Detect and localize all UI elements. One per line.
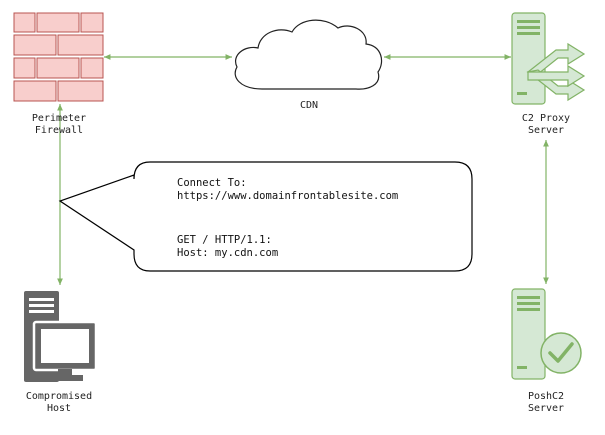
firewall-icon — [13, 12, 104, 102]
poshc2-label-line1: PoshC2 — [528, 391, 564, 402]
proxy-server-icon — [511, 12, 586, 105]
firewall-label-line1: Perimeter — [32, 113, 86, 124]
compromised-host-label-line1: Compromised — [26, 391, 92, 402]
cdn-label: CDN — [300, 100, 318, 111]
callout-line-host: Host: my.cdn.com — [177, 247, 278, 259]
firewall-label-line2: Firewall — [35, 125, 83, 136]
poshc2-label-line2: Server — [528, 403, 564, 414]
c2-proxy-label-line1: C2 Proxy — [522, 113, 570, 124]
compromised-host-label-line2: Host — [47, 403, 71, 414]
callout-line-url: https://www.domainfrontablesite.com — [177, 190, 398, 202]
poshc2-server-icon — [511, 288, 582, 380]
callout-line-connect: Connect To: — [177, 177, 247, 189]
compromised-host-icon — [24, 291, 98, 382]
callout-bubble — [58, 161, 473, 272]
callout-line-get: GET / HTTP/1.1: — [177, 234, 272, 246]
c2-proxy-label-line2: Server — [528, 125, 564, 136]
cloud-icon — [234, 19, 383, 90]
